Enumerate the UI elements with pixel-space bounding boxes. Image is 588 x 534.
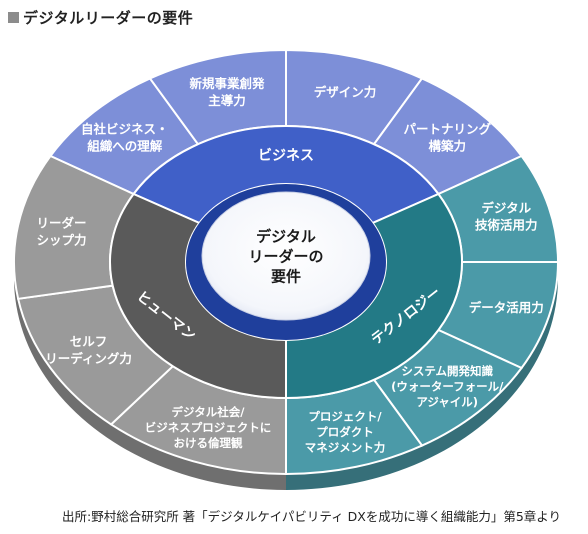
center-label: デジタルリーダーの要件 [248,227,323,285]
segment-label-business-3: パートナリング構築力 [403,121,491,153]
outer-ring [13,48,560,476]
segment-label-human-0-line: ビジネスプロジェクトに [145,420,272,434]
segment-label-human-1-line: リーディング力 [45,351,132,366]
segment-label-business-0-line: 自社ビジネス・ [81,121,169,136]
segment-label-human-0-line: おける倫理観 [174,436,243,450]
segment-label-human-2-line: シップ力 [36,232,86,247]
center-label-line: デジタル [256,227,316,245]
segment-label-human-0: デジタル社会/ビジネスプロジェクトにおける倫理観 [145,405,272,450]
segment-label-business-3-line: パートナリング [403,121,491,136]
source-note: 出所:野村総合研究所 著「デジタルケイパビリティ DXを成功に導く組織能力」第5… [62,509,562,524]
segment-label-business-1-line: 新規事業創発 [189,76,265,91]
category-sector-human [109,192,287,400]
segment-label-technology-0: デジタル技術活用力 [475,200,538,232]
center-hub [186,184,386,340]
segment-label-technology-3-line: プロジェクト/ [308,410,382,424]
segment-label-technology-2-line: アジャイル) [416,395,478,409]
category-sector-business [132,125,440,225]
segment-label-human-2-line: リーダー [36,215,86,230]
segment-label-technology-3-line: プロダクト [316,425,374,439]
segment-label-technology-3-line: マネジメント力 [305,441,386,455]
category-sector-technology [285,192,463,400]
segment-label-human-1: セルフリーディング力 [45,334,132,366]
segment-label-business-0: 自社ビジネス・組織への理解 [81,121,169,153]
segment-label-business-1-line: 主導力 [208,93,246,108]
segment-label-human-2: リーダーシップ力 [36,215,86,247]
center-hub-face [201,191,371,321]
segment-label-technology-2-line: (ウォーターフォール/ [391,379,504,393]
category-ring [109,125,463,400]
segment-label-human-1-line: セルフ [70,334,108,349]
segment-label-human-0-line: デジタル社会/ [172,405,246,419]
center-label-line: 要件 [271,267,301,285]
segment-label-technology-1: データ活用力 [469,300,544,315]
category-label-business: ビジネス [258,148,314,164]
segment-label-business-2: デザイン力 [314,84,377,99]
segment-label-technology-0-line: 技術活用力 [475,217,538,232]
segment-label-technology-3: プロジェクト/プロダクトマネジメント力 [305,410,386,455]
segment-label-technology-1-line: データ活用力 [469,300,544,315]
title-bullet-square [8,11,19,23]
segment-label-technology-0-line: デジタル [481,200,531,215]
title-row: デジタルリーダーの要件 [8,6,193,28]
segment-label-business-1: 新規事業創発主導力 [189,76,265,108]
page-title: デジタルリーダーの要件 [23,8,194,27]
segment-label-business-2-line: デザイン力 [314,84,377,99]
center-label-line: リーダーの [248,247,323,265]
segment-label-business-3-line: 構築力 [428,138,466,153]
segment-label-technology-2-line: システム開発知識 [401,364,493,378]
segment-label-business-0-line: 組織への理解 [87,138,163,153]
segment-label-technology-2: システム開発知識(ウォーターフォール/アジャイル) [391,364,504,409]
